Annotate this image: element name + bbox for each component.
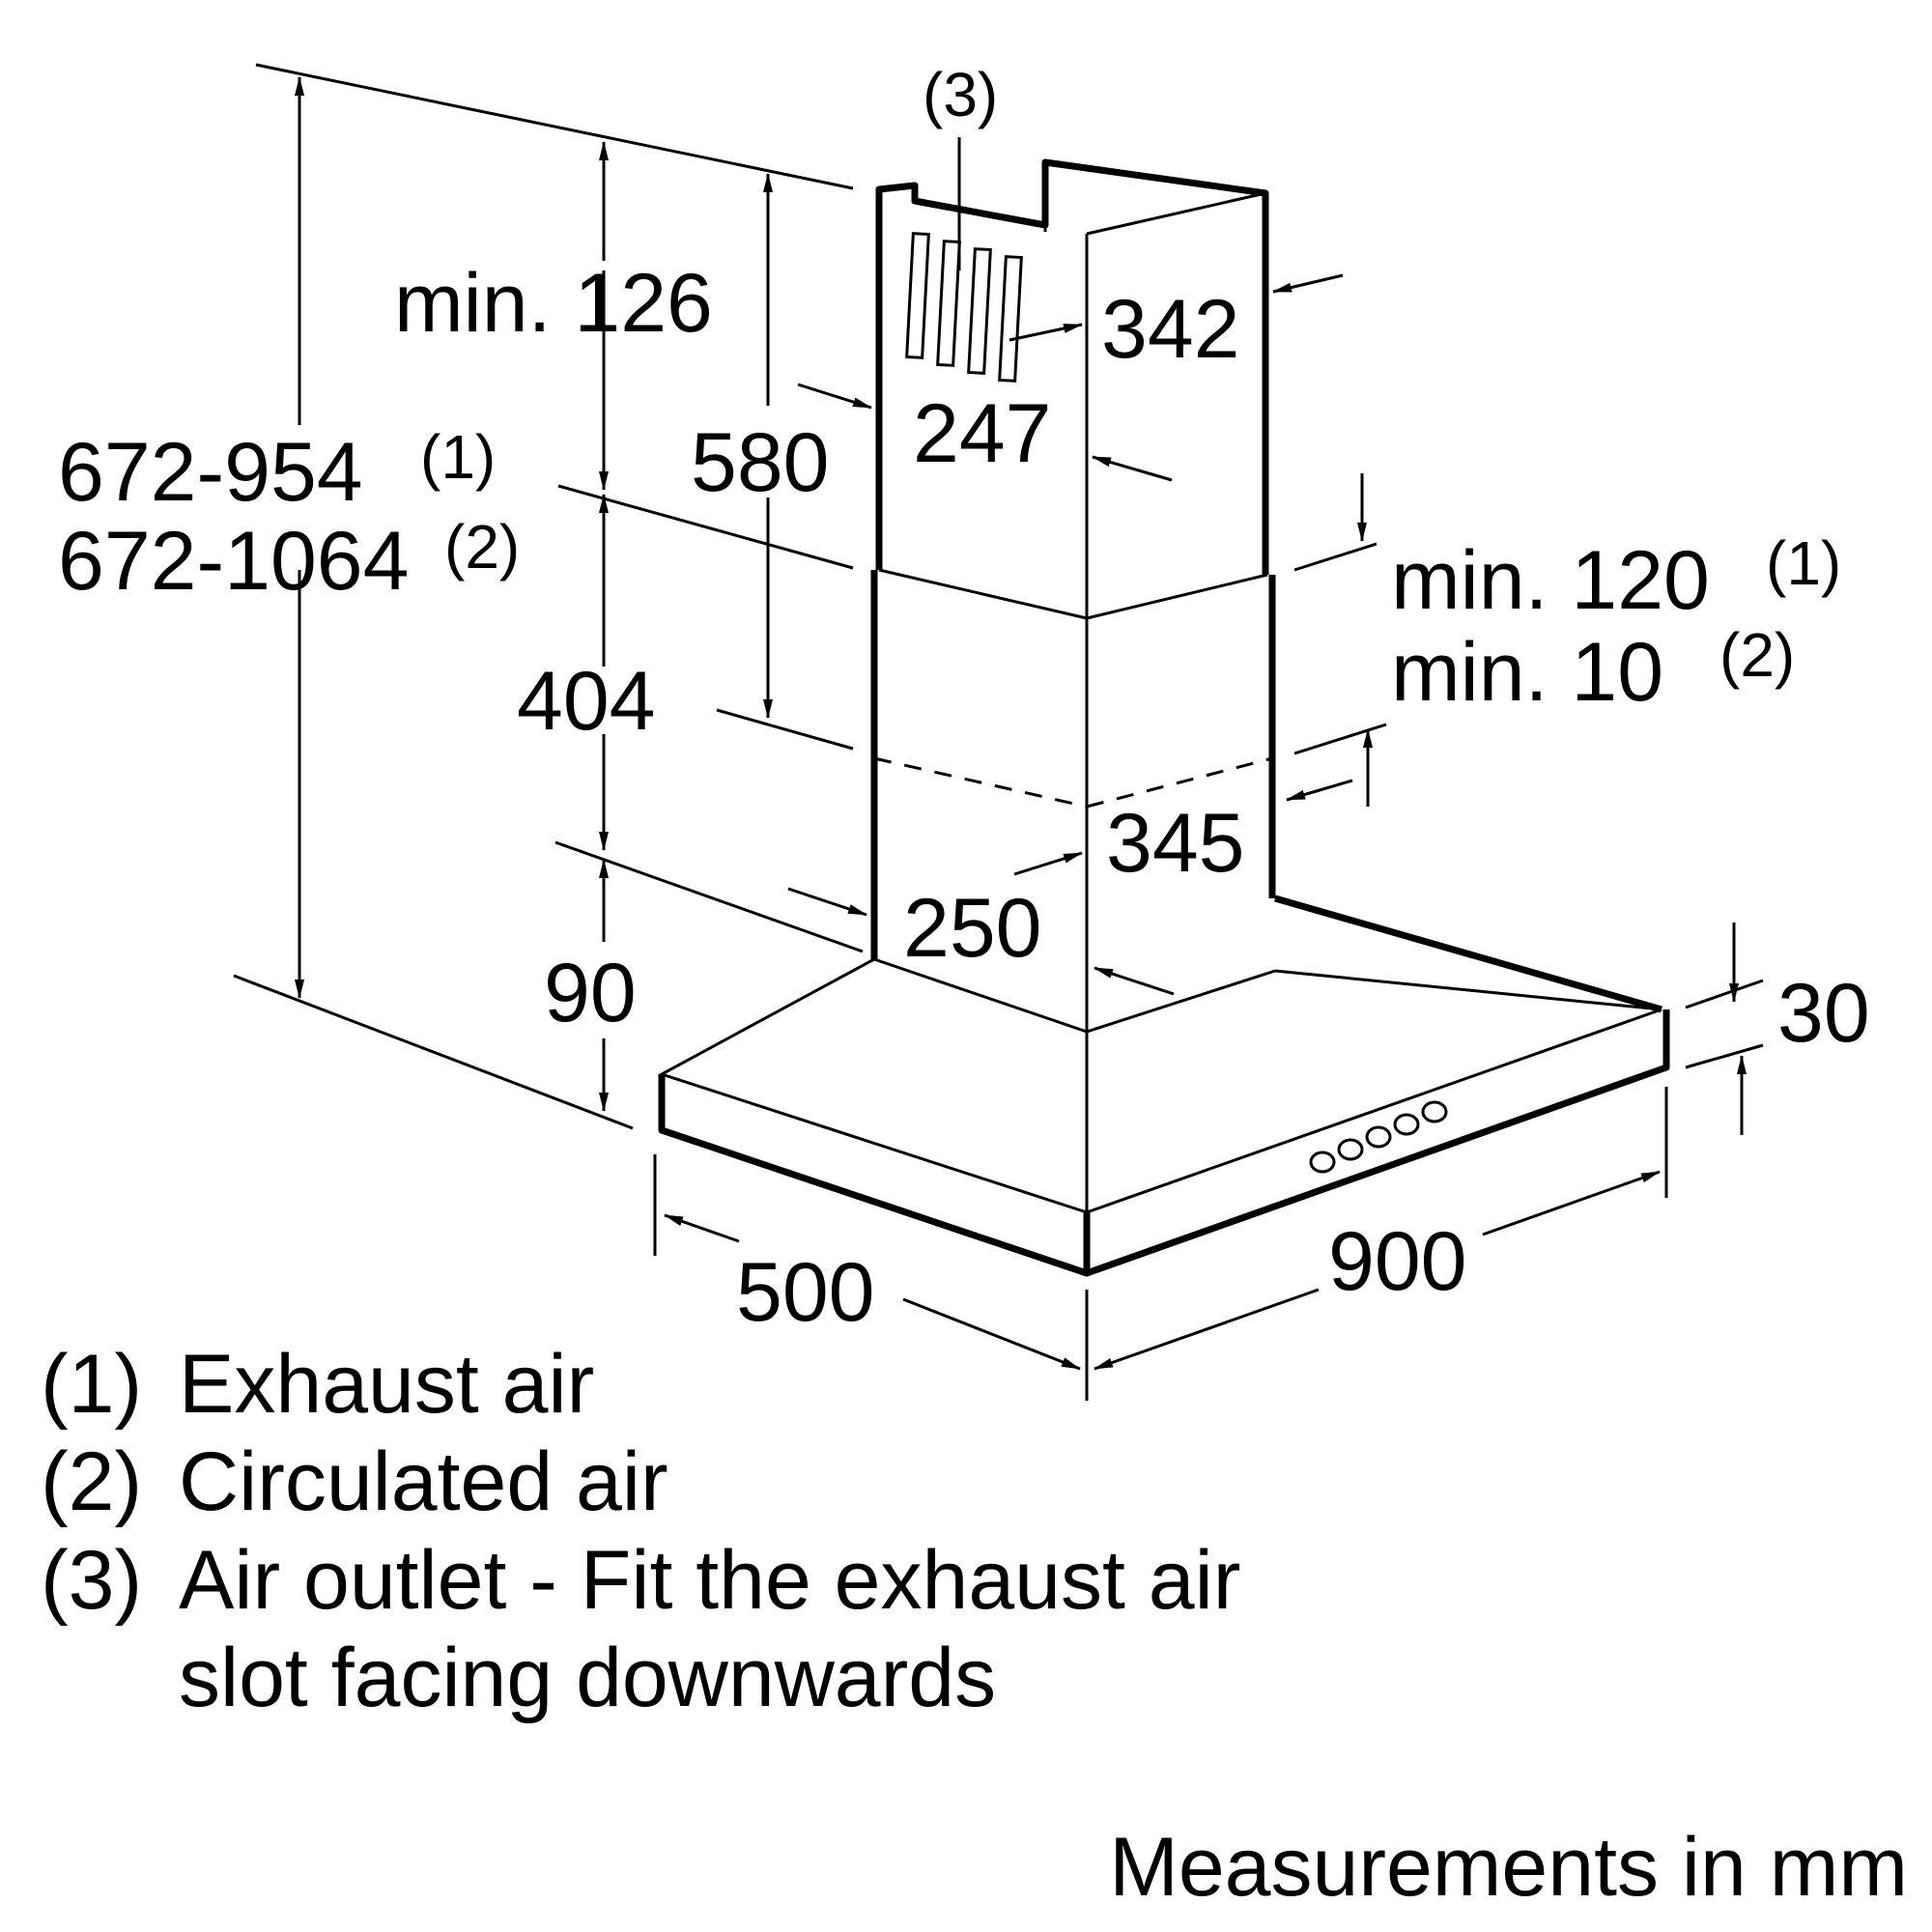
legend-text-1: Exhaust air [179,1338,594,1431]
canopy-height-label: 90 [544,947,637,1039]
legend-num-3: (3) [41,1534,142,1627]
total-height-exhaust-label: 672-954 [58,426,363,519]
measurement-unit-note: Measurements in mm [1109,1821,1908,1914]
lower-chimney-label: 404 [517,655,656,748]
lower-depth-label: 345 [1106,797,1245,890]
width-label: 900 [1328,1215,1467,1308]
top-gap-label: min. 126 [394,257,713,350]
legend-text-2: Circulated air [179,1435,668,1528]
upper-depth-label: 342 [1101,283,1240,376]
legend-text-3-continued: slot facing downwards [179,1632,996,1724]
control-knobs [1309,1100,1448,1174]
overlap-exhaust-ref: (1) [1766,528,1841,598]
overlap-exhaust-label: min. 120 [1391,534,1710,627]
upper-width-label: 247 [913,387,1052,480]
total-height-exhaust-ref: (1) [420,422,496,492]
edge-height-label: 30 [1777,967,1870,1060]
legend-text-3: Air outlet - Fit the exhaust air [179,1534,1240,1627]
lower-width-label: 250 [903,882,1042,975]
legend: (1) Exhaust air (2) Circulated air (3) A… [41,1338,1240,1724]
depth-label: 500 [736,1246,875,1339]
overlap-circulated-label: min. 10 [1391,626,1663,719]
outlet-ref-label: (3) [923,60,998,129]
overlap-circulated-ref: (2) [1719,620,1795,690]
total-height-circulated-ref: (2) [444,512,520,582]
legend-num-2: (2) [41,1435,142,1528]
upper-chimney-label: 580 [691,416,830,509]
total-height-circulated-label: 672-1064 [58,515,409,608]
air-outlet-slots [905,137,1023,383]
hood-outline [658,158,1670,1277]
dimension-arrows [295,76,1747,1371]
legend-num-1: (1) [41,1338,142,1431]
